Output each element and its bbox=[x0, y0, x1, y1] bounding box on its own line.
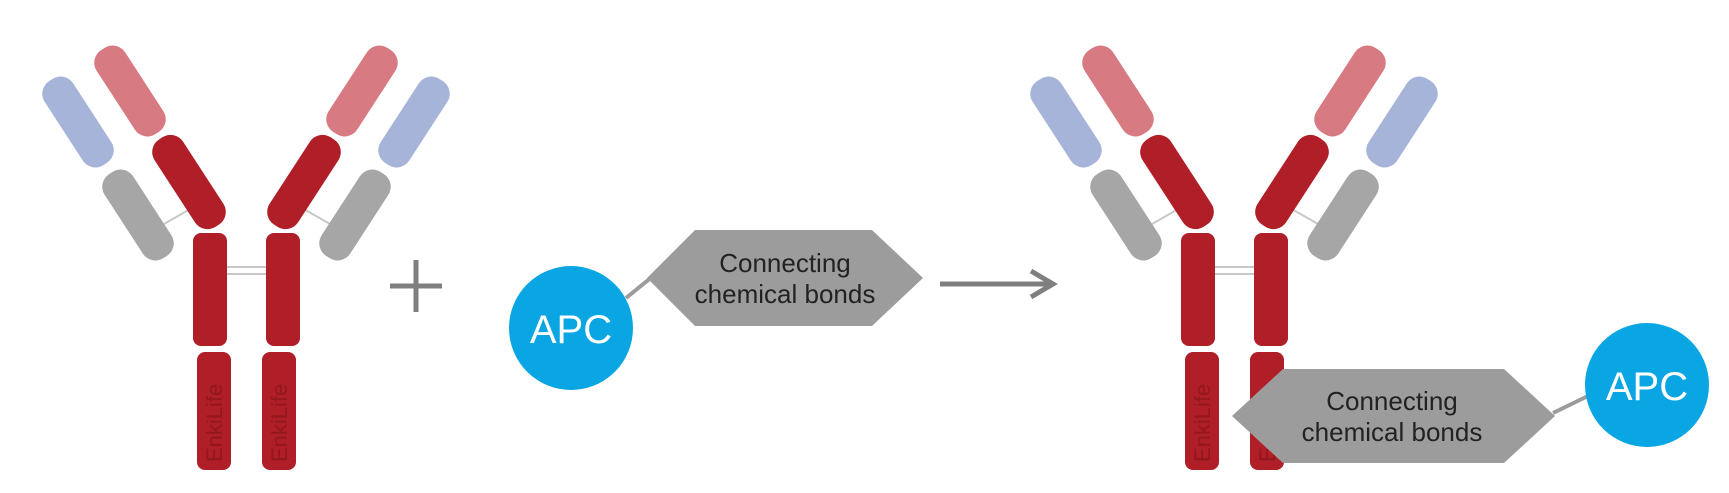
conj-apc-circle bbox=[1585, 323, 1709, 447]
conj-heavy-chain-top-left bbox=[1082, 45, 1154, 137]
light-chain-constant-right bbox=[319, 169, 391, 261]
conj-heavy-chain-hinge-left bbox=[1181, 233, 1215, 346]
conj-heavy-chain-variable-right bbox=[1255, 134, 1329, 230]
conj-linker-hexagon bbox=[1232, 369, 1555, 463]
heavy-chain-variable-right bbox=[267, 134, 341, 230]
conj-light-chain-variable-left bbox=[1030, 76, 1102, 168]
linker-label-line2: chemical bonds bbox=[695, 279, 876, 309]
heavy-chain-hinge-right bbox=[266, 233, 300, 346]
conj-light-chain-constant-right bbox=[1307, 169, 1379, 261]
conj-heavy-chain-hinge-right bbox=[1254, 233, 1288, 346]
hinge-disulfide-bonds bbox=[222, 266, 272, 275]
apc-label: APC bbox=[530, 308, 612, 352]
reagent-tether bbox=[624, 275, 654, 300]
linker-hexagon bbox=[647, 230, 923, 326]
heavy-chain-variable-left bbox=[152, 134, 226, 230]
right-arrow-icon bbox=[940, 268, 1058, 300]
light-chain-constant-left bbox=[102, 169, 174, 261]
conj-heavy-chain-top-right bbox=[1314, 45, 1386, 137]
conj-apc-label: APC bbox=[1606, 365, 1688, 409]
left-antibody: EnkiLife EnkiLife bbox=[42, 45, 450, 470]
conj-heavy-chain-variable-left bbox=[1140, 134, 1214, 230]
watermark-right: EnkiLife bbox=[267, 384, 292, 462]
conj-linker-label-line1: Connecting bbox=[1326, 386, 1458, 416]
light-chain-variable-left bbox=[42, 76, 114, 168]
heavy-chain-fc-left bbox=[197, 352, 231, 470]
apc-linker-reagent: Connecting chemical bonds APC bbox=[509, 230, 923, 390]
light-heavy-disulfide-left bbox=[163, 207, 193, 225]
conj-light-chain-variable-right bbox=[1366, 76, 1438, 168]
heavy-chain-fc-right bbox=[262, 352, 296, 470]
heavy-chain-top-right bbox=[326, 45, 398, 137]
conj-tether bbox=[1552, 394, 1589, 415]
conj-heavy-chain-fc-left bbox=[1185, 352, 1219, 470]
conjugate-antibody: EnkiLife EnkiLife bbox=[1030, 45, 1438, 470]
conjugate-linker-apc: Connecting chemical bonds APC bbox=[1232, 323, 1709, 463]
watermark-left: EnkiLife bbox=[202, 384, 227, 462]
conj-light-chain-constant-left bbox=[1090, 169, 1162, 261]
conj-linker-label-line2: chemical bonds bbox=[1302, 417, 1483, 447]
light-chain-variable-right bbox=[378, 76, 450, 168]
linker-label-line1: Connecting bbox=[719, 248, 851, 278]
heavy-chain-top-left bbox=[94, 45, 166, 137]
apc-circle bbox=[509, 266, 633, 390]
light-heavy-disulfide-right bbox=[301, 207, 331, 225]
heavy-chain-hinge-left bbox=[193, 233, 227, 346]
plus-icon bbox=[390, 260, 442, 312]
conj-watermark-left: EnkiLife bbox=[1190, 384, 1215, 462]
